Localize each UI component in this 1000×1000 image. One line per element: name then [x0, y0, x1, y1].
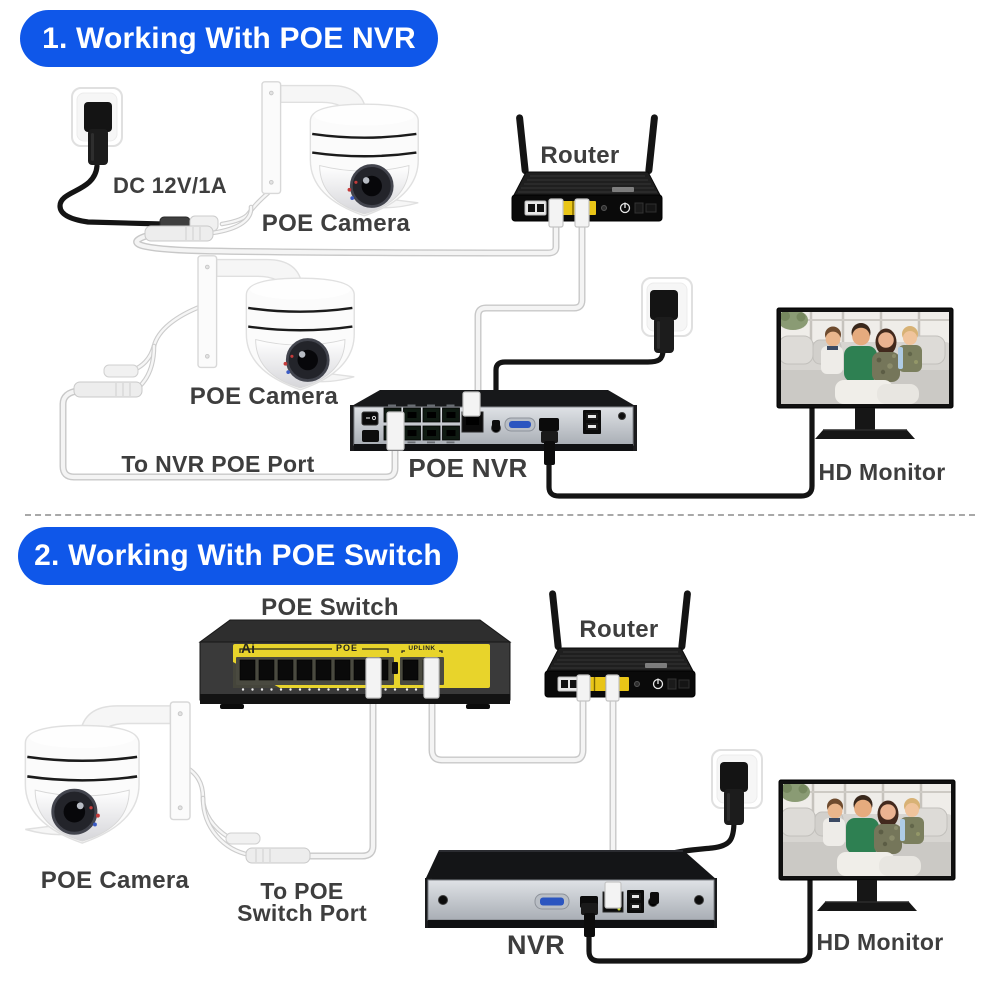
poe-nvr-label: POE NVR [408, 453, 528, 483]
rj45-plugs [365, 198, 622, 909]
to-poe-switch-port-label-line2: Switch Port [237, 900, 367, 926]
hd-monitor-1 [777, 308, 953, 439]
dc-power-label: DC 12V/1A [113, 173, 227, 198]
switch-brand-logo: Ai [241, 640, 255, 656]
section1-banner-text: 1. Working With POE NVR [42, 21, 416, 55]
section-divider [25, 514, 975, 516]
camera-pigtail-wires [131, 190, 271, 858]
router-1-label: Router [540, 142, 620, 169]
hd-monitor-1-label: HD Monitor [818, 459, 946, 485]
poe-camera-3 [23, 700, 192, 845]
to-nvr-poe-port-label: To NVR POE Port [121, 451, 315, 477]
pigtail-connectors [73, 215, 311, 864]
power-adapter-1 [84, 102, 112, 165]
poe-camera-1 [260, 80, 420, 218]
section2-banner: 2. Working With POE Switch [18, 527, 458, 585]
poe-switch [198, 619, 512, 709]
nvr-label: NVR [507, 930, 565, 960]
section2-banner-text: 2. Working With POE Switch [34, 539, 442, 572]
nvr [425, 850, 717, 928]
poe-camera-1-label: POE Camera [261, 210, 411, 237]
poe-camera-2 [196, 254, 356, 392]
hd-monitor-2-label: HD Monitor [816, 929, 944, 955]
to-poe-switch-port-label-line1: To POE [260, 878, 344, 904]
hdmi-and-dc-plugs [492, 420, 659, 937]
switch-uplink-group-label: UPLINK [408, 645, 436, 652]
poe-camera-2-label: POE Camera [189, 383, 339, 410]
black-power-video-cables [57, 163, 815, 964]
power-adapter-3 [720, 762, 748, 825]
poe-camera-3-label: POE Camera [40, 867, 190, 894]
white-network-cables [59, 218, 617, 892]
power-adapter-2 [650, 290, 678, 353]
poe-switch-label: POE Switch [261, 594, 399, 621]
section1-banner: 1. Working With POE NVR [20, 10, 438, 67]
switch-poe-group-label: POE [335, 643, 359, 653]
router-2-label: Router [579, 616, 659, 643]
hd-monitor-2 [779, 780, 955, 911]
